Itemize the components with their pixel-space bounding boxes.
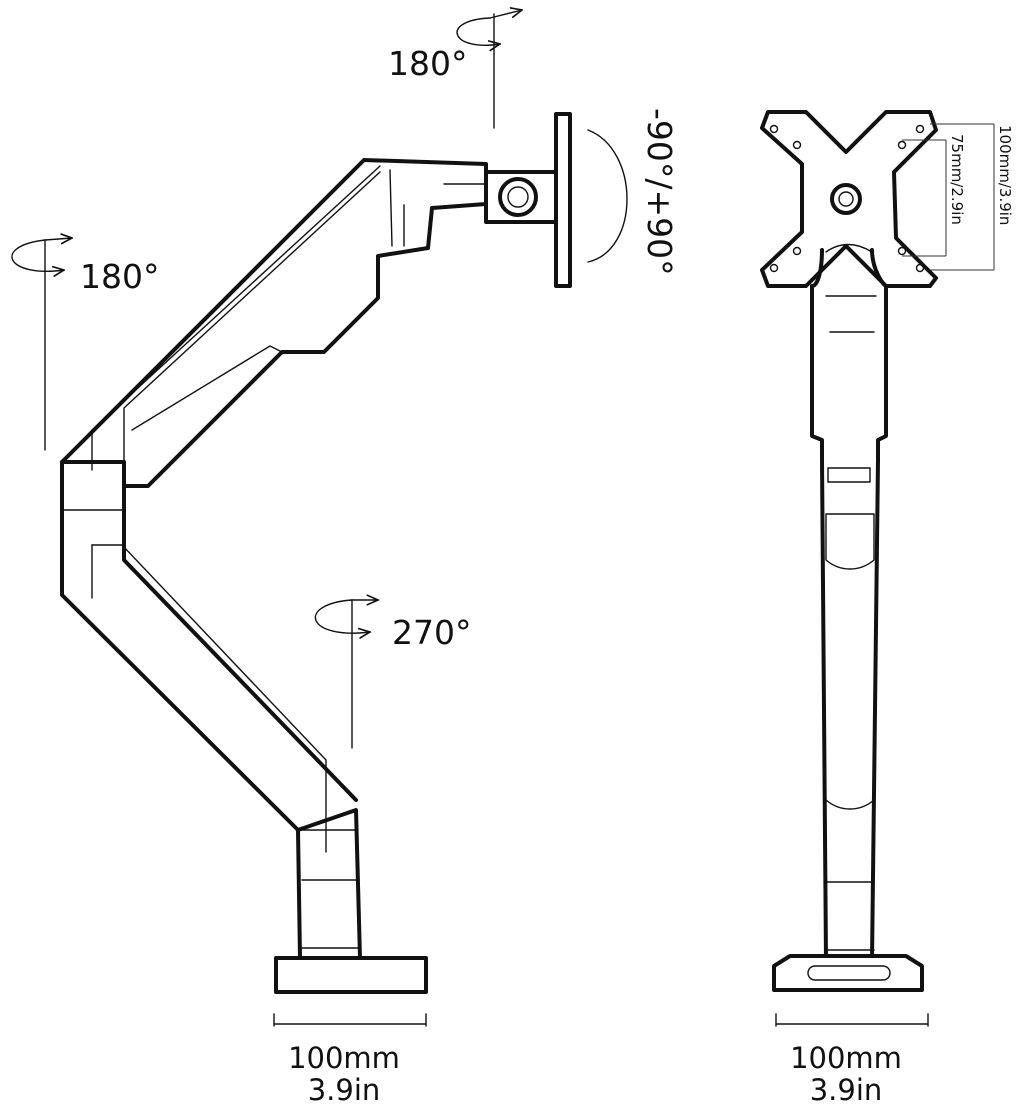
front-view: 100mm/3.9in 75mm/2.9in 100mm (760, 110, 1014, 1107)
side-lower-arm (60, 460, 358, 853)
side-view: 180° 180° 270° -90°/+90° 100mm 3.9in (11, 10, 679, 1107)
side-clamp-base (274, 808, 428, 994)
vesa-outer-label: 100mm/3.9in (996, 125, 1014, 225)
rotation-left-label: 180° (80, 257, 160, 296)
rotation-top-label: 180° (388, 44, 468, 83)
front-column (810, 243, 888, 962)
side-base-dimension: 100mm 3.9in (273, 1013, 427, 1107)
base-rotation-indicator: 270° (314, 600, 472, 749)
side-upper-arm (60, 158, 488, 488)
front-clamp-base (772, 954, 924, 992)
side-base-width-mm: 100mm (288, 1041, 400, 1075)
vesa-plate (760, 110, 938, 288)
front-base-dimension: 100mm 3.9in (775, 1013, 929, 1107)
front-base-width-in: 3.9in (810, 1073, 883, 1107)
vesa-inner-label: 75mm/2.9in (948, 134, 966, 225)
vesa-dimensions: 100mm/3.9in 75mm/2.9in (902, 123, 1014, 271)
rotation-base-label: 270° (392, 613, 472, 652)
front-base-width-mm: 100mm (790, 1041, 902, 1075)
side-tilt-head (484, 112, 572, 288)
tilt-label: -90°/+90° (640, 108, 679, 276)
left-rotation-indicator: 180° (11, 238, 160, 451)
tilt-indicator: -90°/+90° (587, 108, 679, 276)
top-rotation-indicator: 180° (388, 10, 522, 129)
side-base-width-in: 3.9in (308, 1073, 381, 1107)
